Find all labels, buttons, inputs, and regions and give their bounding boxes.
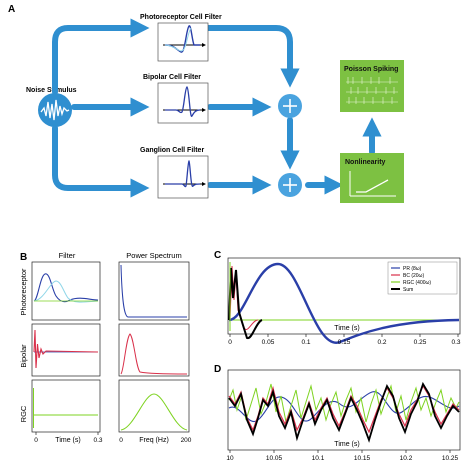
photoreceptor-filter-box (157, 22, 209, 62)
panel-c-tick-1: 0.05 (262, 339, 275, 346)
panel-c-xlabel: Time (s) (334, 325, 359, 332)
filter-tick-end: 0.3 (93, 437, 102, 444)
panel-c-tick-2: 0.1 (301, 339, 310, 346)
bipolar-filter-box (157, 82, 209, 124)
filter-photoreceptor-plot (31, 261, 101, 321)
panel-d-tick-3: 10.15 (354, 455, 371, 462)
panel-c-tick-5: 0.25 (414, 339, 427, 346)
spectrum-tick-0: 0 (119, 437, 123, 444)
panel-d-xlabel: Time (s) (334, 441, 359, 448)
bipolar-filter-label: Bipolar Cell Filter (143, 74, 201, 81)
filter-bipolar-curve (33, 329, 99, 369)
filter-xlabel: Time (s) (55, 437, 80, 444)
panel-d-tick-2: 10.1 (312, 455, 325, 462)
spectrum-photoreceptor-plot (118, 261, 190, 321)
panel-c-xticks (229, 334, 459, 337)
legend-entry-bc: BC (20ω) (403, 273, 424, 279)
panel-d-tick-0: 10 (226, 455, 234, 462)
panel-c-legend (387, 261, 458, 295)
spectrum-xlabel: Freq (Hz) (139, 437, 169, 444)
panel-d-tick-1: 10.05 (266, 455, 283, 462)
row-label-bipolar: Bipolar (19, 344, 28, 368)
poisson-spiking-label: Poisson Spiking (344, 66, 398, 73)
spectrum-column-title: Power Spectrum (126, 251, 181, 260)
panel-b-letter: B (20, 252, 27, 263)
ganglion-filter-label: Ganglion Cell Filter (140, 147, 204, 154)
panel-d-plot (227, 369, 461, 451)
spectrum-rgc-curve (120, 393, 188, 431)
panel-c-tick-0: 0 (228, 339, 232, 346)
filter-rgc-plot (31, 379, 101, 433)
panel-a-letter: A (8, 4, 15, 15)
legend-entry-pr: PR (8ω) (403, 266, 422, 272)
spectrum-tick-end: 200 (181, 437, 192, 444)
filter-ticks (35, 432, 99, 435)
ganglion-filter-box (157, 155, 209, 199)
filter-photoreceptor-curve-dark (33, 273, 99, 303)
noise-stimulus-label: Noise Stimulus (26, 87, 77, 94)
row-label-photoreceptor: Photoreceptor (19, 268, 28, 316)
noise-stimulus-icon (38, 93, 72, 127)
spectrum-rgc-plot (118, 379, 190, 433)
sum-node-top (278, 94, 302, 118)
panel-d-tick-4: 10.2 (400, 455, 413, 462)
nonlinearity-box (340, 153, 404, 203)
panel-c-tick-6: 0.3 (451, 339, 460, 346)
photoreceptor-filter-label: Photoreceptor Cell Filter (140, 14, 222, 21)
row-label-rgc: RGC (19, 405, 28, 422)
panel-d-xticks (229, 450, 451, 453)
panel-c-tick-3: 0.15 (338, 339, 351, 346)
panel-c-letter: C (214, 250, 221, 261)
sum-node-bottom (278, 173, 302, 197)
spectrum-photoreceptor-curve (120, 264, 187, 318)
legend-entry-sum: Sum (403, 287, 413, 293)
panel-d-tick-5: 10.25 (442, 455, 459, 462)
filter-photoreceptor-curve-light (33, 280, 99, 303)
panel-c-tick-4: 0.2 (377, 339, 386, 346)
filter-tick-0: 0 (34, 437, 38, 444)
nonlinearity-label: Nonlinearity (345, 159, 386, 166)
legend-entry-rgc: RGC (400ω) (403, 280, 431, 286)
panel-c-plot (227, 257, 461, 344)
spectrum-bipolar-curve (120, 333, 188, 375)
panel-d-letter: D (214, 364, 221, 375)
flow-arrows (52, 18, 382, 198)
filter-column-title: Filter (59, 251, 76, 260)
spectrum-bipolar-plot (118, 323, 190, 377)
filter-bipolar-plot (31, 323, 101, 377)
poisson-spiking-box (340, 60, 404, 112)
